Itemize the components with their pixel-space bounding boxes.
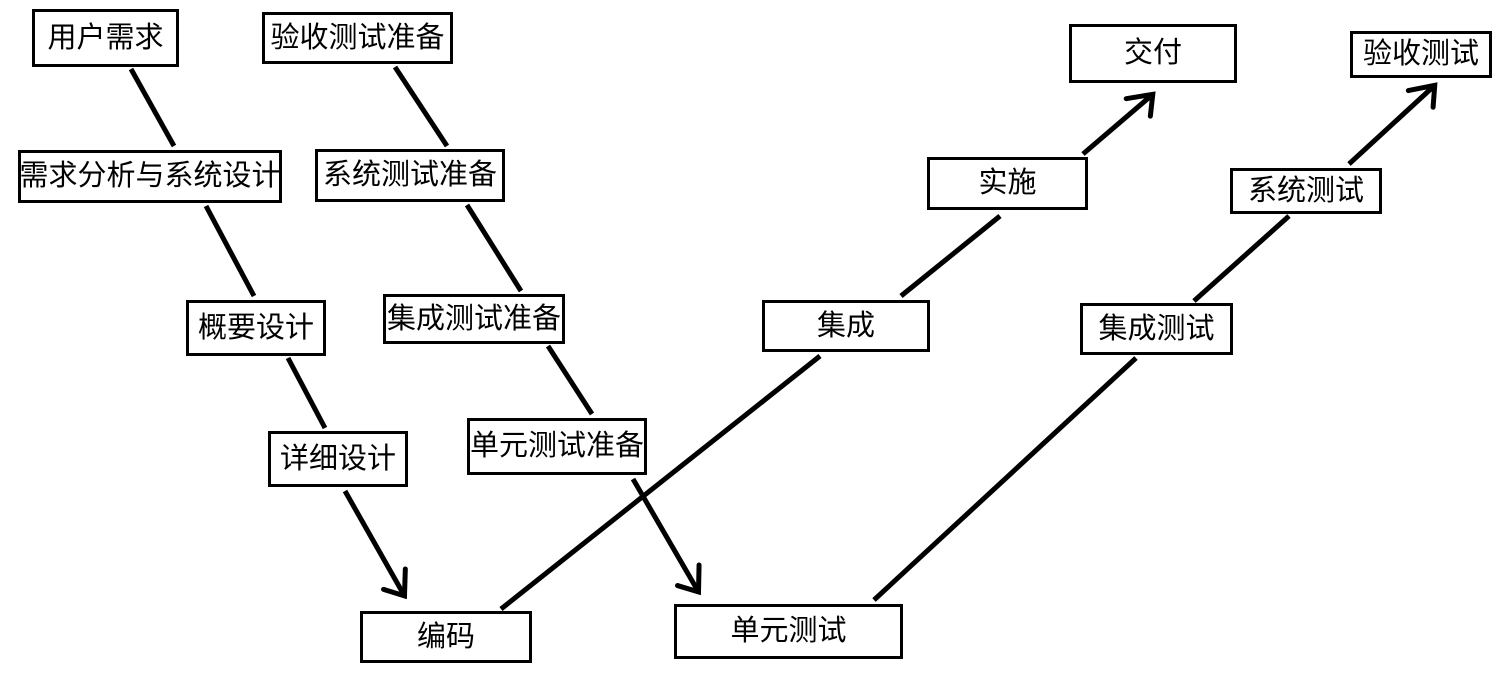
edge-requirements-analysis-to-high-level-design: [203, 204, 257, 298]
edge-unit-testing-to-integration-testing: [872, 356, 1138, 602]
edge-coding-to-integration: [499, 354, 822, 611]
node-implementation: 实施: [927, 157, 1088, 210]
edge-implementation-to-delivery: [1081, 95, 1152, 156]
edge-system-test-prep-to-integration-test-prep: [464, 203, 524, 293]
edge-integration-test-prep-to-unit-test-prep: [545, 344, 595, 416]
node-integration: 集成: [762, 300, 930, 352]
node-coding: 编码: [360, 611, 532, 663]
edge-high-level-design-to-detailed-design: [285, 356, 328, 430]
node-system-testing: 系统测试: [1230, 168, 1382, 214]
node-requirements-analysis-and-system-design: 需求分析与系统设计: [18, 150, 282, 203]
edge-acceptance-test-prep-to-system-test-prep: [392, 65, 450, 148]
node-detailed-design: 详细设计: [268, 431, 408, 487]
edge-system-testing-to-acceptance-testing: [1347, 86, 1434, 166]
node-user-requirements: 用户需求: [32, 9, 179, 67]
node-integration-test-preparation: 集成测试准备: [383, 294, 565, 344]
node-system-test-preparation: 系统测试准备: [315, 149, 505, 202]
node-integration-testing: 集成测试: [1080, 303, 1233, 355]
node-acceptance-testing: 验收测试: [1350, 31, 1492, 78]
node-unit-test-preparation: 单元测试准备: [467, 418, 647, 475]
node-acceptance-test-preparation: 验收测试准备: [262, 12, 453, 64]
node-high-level-design: 概要设计: [186, 300, 326, 356]
edge-integration-testing-to-system-testing: [1192, 214, 1291, 303]
edge-detailed-design-to-coding: [342, 489, 404, 595]
edge-user-requirements-to-requirements-analysis: [128, 67, 177, 148]
edge-integration-to-implementation: [899, 214, 1002, 298]
node-unit-testing: 单元测试: [674, 604, 903, 659]
node-delivery: 交付: [1069, 24, 1237, 83]
